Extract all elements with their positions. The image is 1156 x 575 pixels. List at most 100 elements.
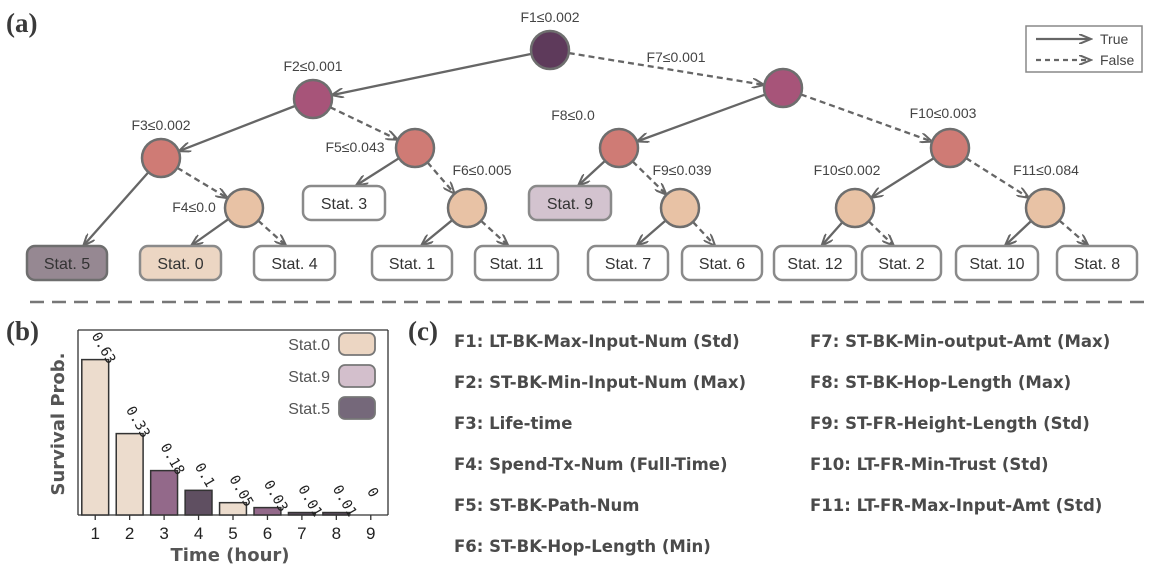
panel-label-c: (c) [408, 316, 438, 346]
node-f9 [659, 187, 701, 229]
node-label-f3: F3≤0.002 [131, 117, 190, 133]
edge-F10a-F10b-true [872, 157, 935, 197]
leaf-label-stat-6: Stat. 6 [699, 256, 745, 273]
node-label-f6: F6≤0.005 [452, 162, 511, 178]
node-f7 [762, 67, 804, 109]
leaf-label-stat-1: Stat. 1 [389, 256, 435, 273]
legend-false-label: False [1100, 52, 1134, 68]
node-label-f11: F11≤0.084 [1013, 162, 1079, 178]
x-axis-title: Time (hour) [170, 545, 289, 566]
x-tick-label-2: 2 [125, 524, 134, 543]
edge-F2-F5-false [329, 106, 397, 139]
data-label-4: 0.1 [191, 460, 218, 490]
leaf-stat-5 [25, 244, 109, 282]
edge-F10a-F11-false [965, 157, 1028, 197]
chart-legend-label-1: Stat.9 [288, 369, 330, 386]
x-tick-label-1: 1 [90, 524, 99, 543]
edge-F11-s8-false [1058, 219, 1087, 245]
node-label-f2: F2≤0.001 [283, 58, 342, 74]
edge-F1-F2-true [333, 52, 532, 95]
x-tick-label-7: 7 [297, 524, 306, 543]
leaf-stat-0 [138, 244, 223, 282]
leaf-stat-6 [680, 244, 764, 282]
leaf-stat-7 [586, 244, 670, 282]
edge-F8-F9-false [631, 160, 666, 194]
node-f11 [1024, 187, 1066, 229]
node-label-f10b: F10≤0.002 [814, 162, 881, 178]
node-f6 [446, 187, 488, 229]
panel-label-b: (b) [6, 316, 39, 346]
edge-F3-F4-false [176, 166, 227, 198]
chart-legend-swatch-0 [338, 332, 376, 356]
feature-right-1: F8: ST-BK-Hop-Length (Max) [810, 373, 1071, 392]
leaf-stat-4 [252, 244, 337, 282]
legend-true-label: True [1100, 31, 1128, 47]
feature-right-4: F11: LT-FR-Max-Input-Amt (Std) [810, 496, 1102, 515]
feature-left-5: F6: ST-BK-Hop-Length (Min) [454, 537, 711, 556]
x-tick-label-6: 6 [263, 524, 272, 543]
edge-F1-F7-false [568, 51, 764, 85]
survival-chart: Survival Prob. Time (hour) 0.6310.3320.1… [48, 329, 389, 566]
node-label-f5: F5≤0.043 [325, 139, 384, 155]
edge-F2-F3-true [180, 104, 296, 151]
feature-left-0: F1: LT-BK-Max-Input-Num (Std) [454, 332, 740, 351]
edge-F3-s5-true [84, 171, 150, 245]
feature-list-right: F7: ST-BK-Min-output-Amt (Max) F8: ST-BK-… [810, 332, 1110, 515]
chart-legend-swatch-2 [338, 396, 376, 420]
bar-1 [81, 358, 110, 516]
leaf-label-stat-8: Stat. 8 [1074, 256, 1120, 273]
data-label-9: 0 [363, 485, 381, 500]
leaf-stat-12 [772, 244, 858, 282]
feature-right-2: F9: ST-FR-Height-Length (Std) [810, 414, 1090, 433]
node-label-f1: F1≤0.002 [520, 9, 579, 25]
x-tick-label-9: 9 [366, 524, 375, 543]
feature-left-2: F3: Life-time [454, 414, 572, 433]
x-tick-label-5: 5 [228, 524, 237, 543]
edge-F5-F6-false [426, 161, 453, 193]
feature-left-3: F4: Spend-Tx-Num (Full-Time) [454, 455, 728, 474]
leaf-label-stat-12: Stat. 12 [787, 256, 842, 273]
chart-legend-label-2: Stat.5 [288, 401, 330, 418]
node-label-f4: F4≤0.0 [172, 199, 216, 215]
node-label-f9: F9≤0.039 [652, 162, 711, 178]
leaf-stat-3 [301, 184, 387, 222]
node-f5 [394, 127, 436, 169]
node-f10a [929, 127, 971, 169]
edge-F9-s7-true [637, 219, 667, 245]
node-label-f8: F8≤0.0 [551, 107, 595, 123]
leaf-stat-2 [860, 244, 943, 282]
node-f1 [529, 29, 571, 71]
leaf-stat-11 [473, 244, 560, 282]
edge-F5-s3-true [357, 157, 400, 185]
bar-3 [149, 469, 179, 516]
node-f3 [140, 137, 182, 179]
leaf-label-stat-9: Stat. 9 [547, 196, 593, 213]
node-f4 [223, 187, 265, 229]
edge-F6-s11-false [480, 219, 508, 245]
feature-right-0: F7: ST-BK-Min-output-Amt (Max) [810, 332, 1110, 351]
leaf-label-stat-11: Stat. 11 [490, 256, 544, 273]
panel-label-a: (a) [6, 8, 37, 38]
feature-left-1: F2: ST-BK-Min-Input-Num (Max) [454, 373, 746, 392]
leaf-label-stat-0: Stat. 0 [157, 256, 203, 273]
edge-F10b-s2-false [867, 220, 893, 245]
tree-legend: True False [1025, 25, 1143, 73]
leaf-stat-1 [370, 244, 454, 282]
leaf-label-stat-4: Stat. 4 [271, 256, 317, 273]
node-label-f7: F7≤0.001 [646, 49, 705, 65]
node-f2 [292, 78, 334, 120]
node-f10b [834, 187, 876, 229]
edge-F4-s0-true [192, 218, 230, 245]
edge-F4-s4-false [257, 219, 285, 245]
leaf-label-stat-7: Stat. 7 [605, 256, 651, 273]
leaf-stat-8 [1055, 244, 1139, 282]
leaf-label-stat-10: Stat. 10 [969, 256, 1024, 273]
x-tick-label-8: 8 [332, 524, 341, 543]
node-label-f10a: F10≤0.003 [910, 105, 977, 121]
tree-edges [84, 51, 1088, 245]
y-axis-title: Survival Prob. [48, 352, 69, 495]
